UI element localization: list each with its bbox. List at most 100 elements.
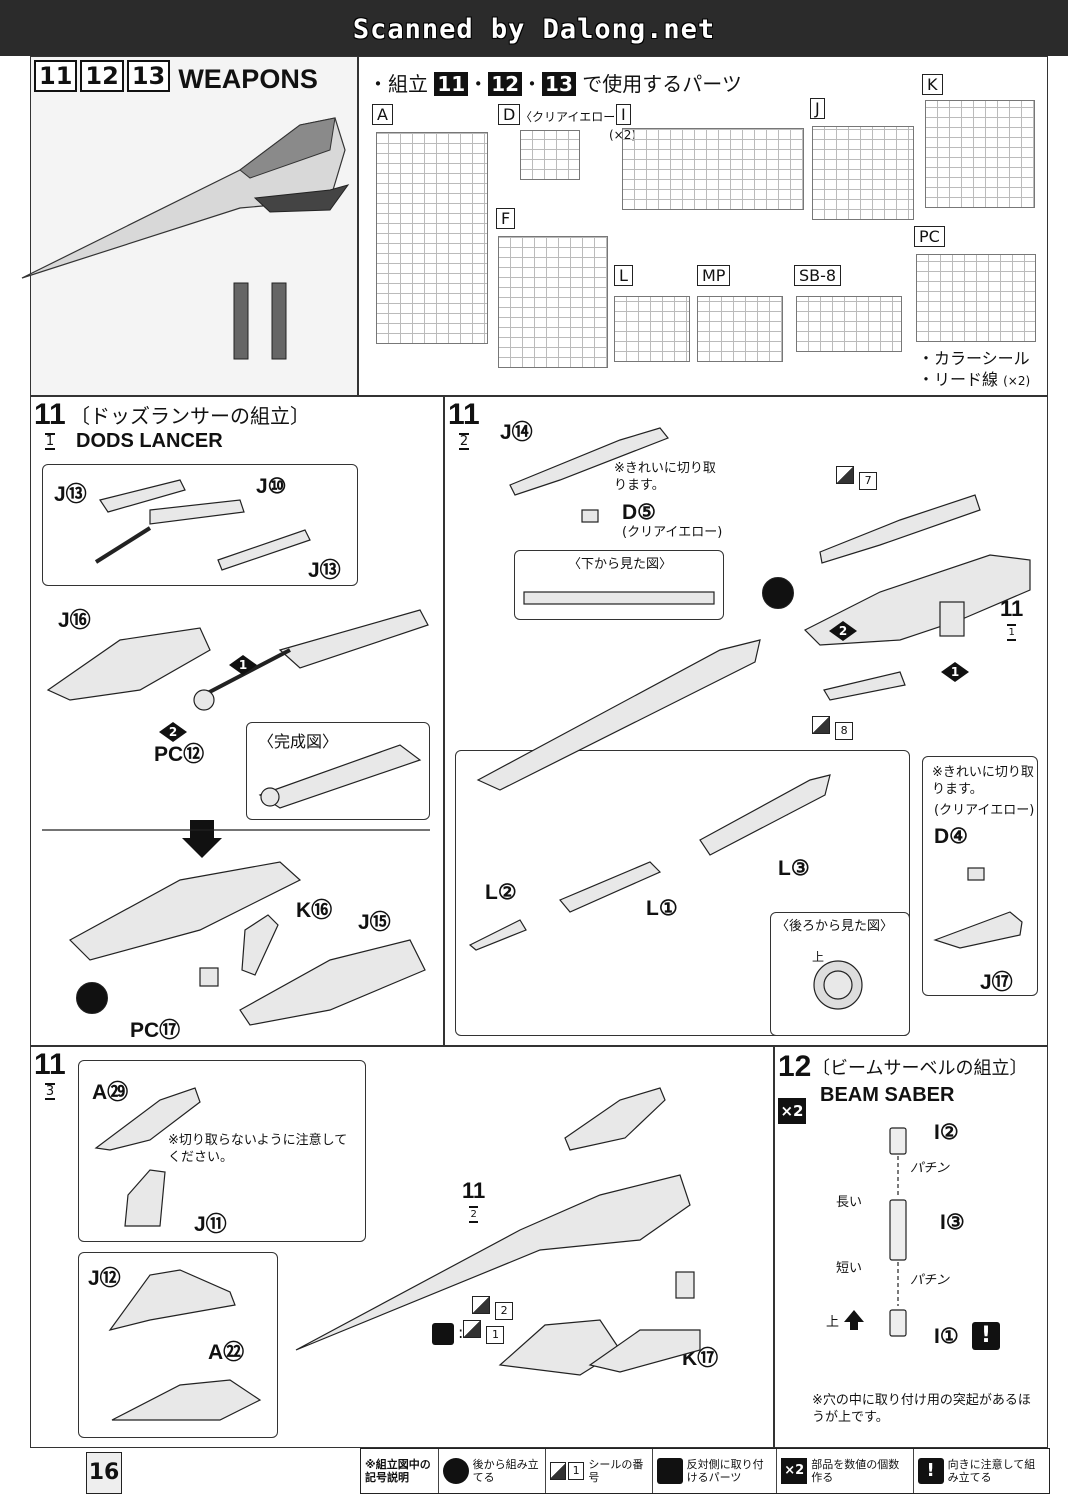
up-label: 上 [826,1315,840,1330]
step-chip: 11 [434,72,469,96]
times-2-icon: ×2 [781,1458,808,1484]
runner-d [520,130,580,180]
runner-label-d: D [498,104,521,125]
step-number: 11 [34,1048,66,1081]
snap-label: パチン [910,1161,950,1176]
runner-mp [697,296,783,362]
step-number: 11 [448,398,480,431]
part-label: D④ [934,825,968,848]
weapons-heading: WEAPONS [178,64,318,94]
part-label: A㉒ [208,1341,245,1364]
part-label: K⑰ [682,1347,719,1370]
runner-l [614,296,690,362]
part-label: PC⑫ [154,743,205,766]
extra-color-sticker: ・カラーシール [918,349,1030,368]
part-label: I② [934,1121,959,1144]
saber-note: ※穴の中に取り付け用の突起があるほうが上です。 [812,1393,1031,1425]
sticker-ref-reverse: : 1 [432,1320,505,1345]
sticker-ref: 7 [836,466,878,490]
step-11-3-header: 11 3 [34,1050,66,1100]
part-label: J⑯ [58,609,91,632]
step-number: 12 [778,1050,812,1083]
runner-label-mp: MP [697,265,731,286]
bottom-view-box [514,550,724,620]
part-label: J⑭ [500,421,533,444]
runner-label-j: J [810,98,825,119]
step-12-title-en: BEAM SABER [820,1084,955,1106]
runner-k [925,100,1035,208]
runner-label-l: L [614,265,633,286]
reverse-side-icon [656,1458,683,1484]
part-label: K⑯ [296,899,333,922]
runner-a [376,132,488,344]
legend-item: ×2 部品を数値の個数作る [776,1449,912,1493]
sub-step: 2 [458,433,470,450]
header-bar [0,0,1068,56]
runner-label-k: K [922,74,943,95]
runner-j [812,126,914,220]
runner-label-a: A [372,104,393,125]
orientation-caution-icon: ! [972,1322,1000,1350]
up-label: 上 [812,950,825,964]
part-label: J⑩ [256,475,287,498]
heading-prefix: ・組立 [368,72,428,96]
step-11-1-header: 11 1 [34,400,66,450]
short-label: 短い [836,1261,863,1276]
sub-step: 1 [44,433,56,450]
runner-label-f: F [496,208,516,229]
runner-f [498,236,608,368]
clear-yellow-note: (クリアイエロー) [622,525,723,540]
step-11-2-header: 11 2 [448,400,480,450]
bottom-view-label: 〈下から見た図〉 [568,557,673,572]
step-box: 13 [126,60,171,92]
step-12-panel [774,1046,1048,1448]
part-label: I① [934,1325,959,1348]
step-chip: 13 [542,72,576,96]
runner-i [622,128,804,210]
part-label: J⑰ [980,971,1013,994]
runner-sb8 [796,296,902,352]
scan-credit: Scanned by Dalong.net [352,14,716,45]
step-number: 11 [34,398,66,431]
ref-step-11-2: 11 2 [462,1180,485,1223]
runner-note-d: 〈クリアイエロー〉 [520,110,628,124]
sticker-ref: 2 [472,1296,514,1320]
caution-note: ※切り取らないように注意してください。 [168,1133,348,1165]
runner-label-pc: PC [914,226,945,247]
sub-step: 3 [44,1083,56,1100]
parts-used-heading: ・組立 11・12・13 で使用するパーツ [368,72,742,96]
step-box: 11 [34,60,78,92]
part-label: PC⑰ [130,1019,181,1042]
build-later-icon [76,982,108,1014]
symbol-legend: ※組立図中の記号説明 後から組み立てる 1 シールの番号 反対側に取り付けるパー… [360,1448,1050,1494]
legend-item: 後から組み立てる [437,1449,545,1493]
back-view-label: 〈後ろから見た図〉 [776,919,894,934]
legend-title: ※組立図中の記号説明 [365,1458,431,1484]
long-label: 長い [836,1195,863,1210]
part-label: J⑮ [358,911,391,934]
legend-item: 1 シールの番号 [544,1449,652,1493]
runner-label-sb8: SB-8 [794,265,842,286]
ref-step-11-1: 11 1 [1000,598,1023,641]
part-label: J⑪ [194,1213,227,1236]
part-label: L① [646,897,678,920]
part-label: I③ [940,1211,965,1234]
cut-note: ※きれいに切り取ります。 [932,765,1034,797]
black-circle-icon [442,1458,469,1484]
step-11-1-title-en: DODS LANCER [76,430,223,452]
reverse-side-icon [432,1322,454,1345]
part-label: J⑬ [54,483,87,506]
legend-item: 反対側に取り付けるパーツ [651,1449,777,1493]
part-label: A㉙ [92,1081,129,1104]
runner-label-i: I [616,104,631,125]
part-label: D⑤ [622,501,656,524]
exclamation-icon: ! [917,1458,944,1484]
sticker-icon [549,1462,566,1480]
page-number: 16 [86,1452,122,1494]
runner-pc [916,254,1036,342]
clear-yellow-note: (クリアイエロー) [934,803,1035,818]
weapons-panel [30,56,358,396]
part-label: J⑬ [308,559,341,582]
quantity-badge: ×2 [778,1098,806,1124]
